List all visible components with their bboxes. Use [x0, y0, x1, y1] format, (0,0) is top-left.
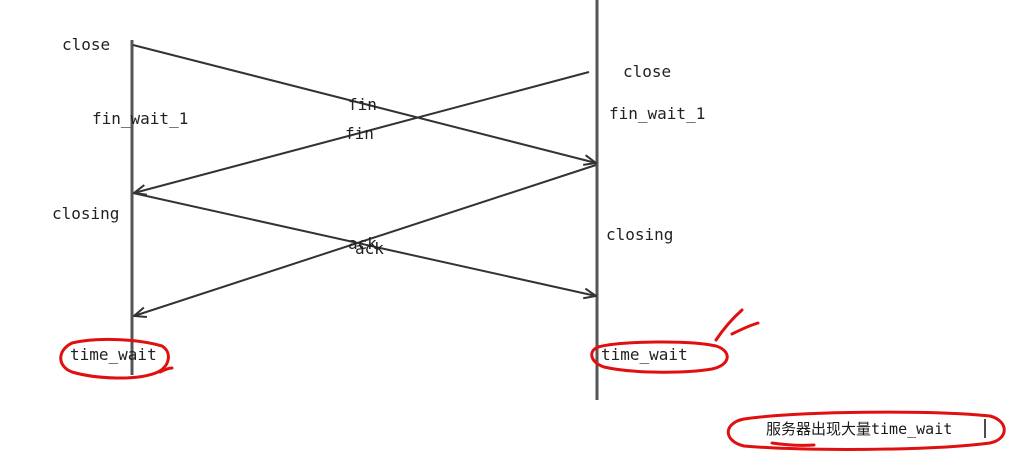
left-time-wait-circle [59, 337, 170, 380]
annotation-note: 服务器出现大量time_wait [766, 420, 952, 438]
right-check-mark-1 [714, 308, 744, 342]
fin-arrow-left-to-right [132, 44, 596, 163]
right-state-close: close [623, 62, 671, 81]
fin-label-1: fin [348, 95, 377, 114]
ack-arrow-left-to-right [132, 192, 596, 296]
fin-arrow-right-to-left [134, 71, 590, 193]
left-state-closing: closing [52, 204, 119, 223]
right-time-wait-circle [590, 340, 729, 374]
left-state-fin-wait-1: fin_wait_1 [92, 109, 188, 128]
fin-label-2: fin [345, 124, 374, 143]
ack-arrow-right-to-left [134, 164, 597, 316]
ack-label-1: ack [348, 234, 377, 253]
left-state-close: close [62, 35, 110, 54]
right-state-time-wait: time_wait [601, 345, 688, 364]
annotation-circle [726, 410, 1006, 451]
right-state-closing: closing [606, 225, 673, 244]
annotation-underline [770, 441, 816, 447]
right-check-mark-2 [730, 321, 760, 336]
left-state-time-wait: time_wait [70, 345, 157, 364]
ack-label-2: ack [355, 239, 384, 258]
right-state-fin-wait-1: fin_wait_1 [609, 104, 705, 123]
left-time-wait-tail [158, 366, 174, 374]
